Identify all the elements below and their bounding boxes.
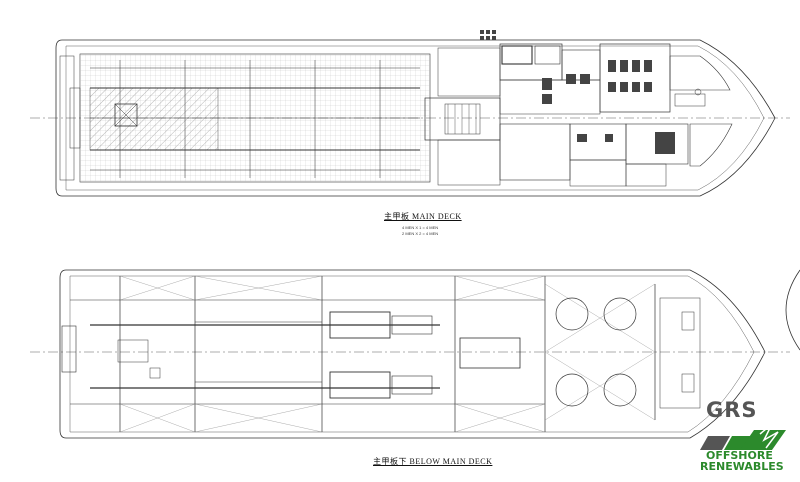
main-deck-hull-outline [55,39,776,197]
below-deck-hull-outline [59,269,766,439]
logo-line-renewables: RENEWABLES [700,460,784,473]
logo-wordmark: GRS [706,398,758,422]
grs-offshore-renewables-logo: GRS OFFSHORE RENEWABLES [700,398,796,478]
main-deck-plan [30,30,790,197]
below-main-deck-plan [30,269,790,439]
main-deck-crew-note-1: 4 MEN X 1 = 4 MEN [402,225,439,230]
main-deck-title: 主甲板 MAIN DECK [384,212,462,221]
below-deck-title: 主甲板下 BELOW MAIN DECK [373,457,493,466]
main-deck-crew-note-2: 2 MEN X 2 = 4 MEN [402,231,439,236]
grs-logo-mark [700,423,786,450]
logo-line-offshore: OFFSHORE [706,449,773,462]
